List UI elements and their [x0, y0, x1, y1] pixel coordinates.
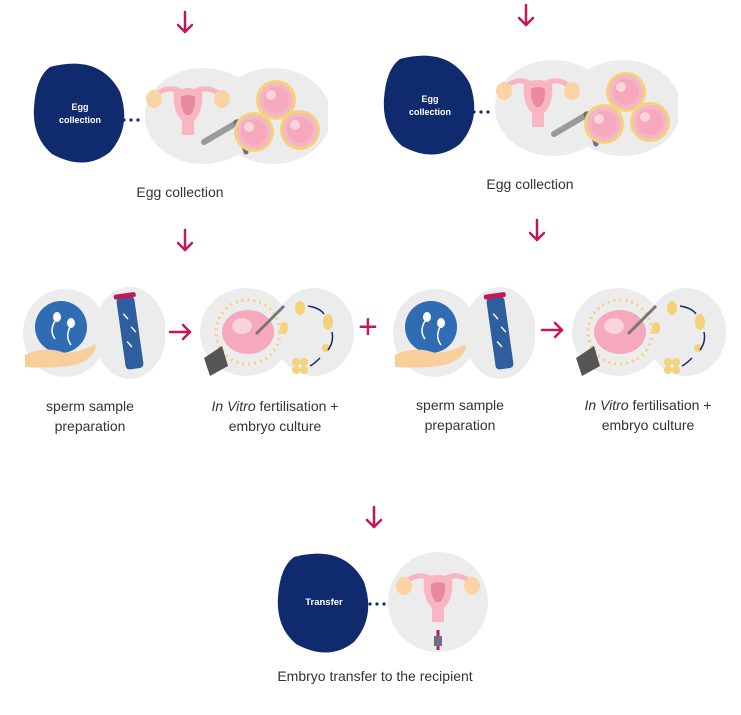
egg-cell-icon [280, 110, 320, 150]
arrow-down-icon [176, 228, 194, 252]
ivf-embryo-icon [572, 286, 728, 378]
badge-text-line2: collection [59, 115, 101, 125]
test-tube-icon [463, 286, 535, 380]
ivf-embryo-icon [200, 286, 356, 378]
badge-text-line1: Egg [422, 94, 439, 104]
egg-collection-label: Egg collection [136, 184, 224, 200]
badge-text-line2: collection [409, 107, 451, 117]
egg-collection-illustration: Egg collection [33, 63, 328, 164]
arrow-right-icon [540, 321, 564, 339]
egg-collection-badge [33, 63, 125, 163]
arrow-right-icon [168, 323, 192, 341]
arrow-down-icon [176, 10, 194, 34]
egg-cell-icon [630, 102, 670, 142]
egg-cell-icon [234, 112, 274, 152]
dots-icon [472, 110, 490, 114]
sperm-preparation-illustration [392, 286, 535, 380]
egg-collection-illustration: Egg collection [383, 55, 678, 156]
arrow-down-icon [365, 505, 383, 529]
test-tube-icon [93, 286, 165, 380]
arrow-down-icon [528, 218, 546, 242]
egg-collection-label: Egg collection [486, 176, 574, 192]
ivf-illustration [572, 286, 728, 378]
dots-icon [368, 602, 386, 606]
ivf-label: In Vitro fertilisation + embryo culture [211, 398, 339, 434]
egg-cell-icon [584, 104, 624, 144]
sperm-label: sperm sample preparation [46, 398, 134, 434]
arrow-down-icon [517, 3, 535, 27]
sperm-label: sperm sample preparation [416, 397, 504, 433]
badge-text-line1: Egg [72, 102, 89, 112]
plus-sign: + [358, 308, 378, 346]
ivf-illustration [200, 286, 356, 378]
transfer-label: Embryo transfer to the recipient [277, 668, 473, 684]
transfer-illustration: Transfer [277, 552, 488, 653]
transfer-badge-text: Transfer [305, 597, 343, 608]
sperm-preparation-illustration [22, 286, 165, 380]
ivf-label: In Vitro fertilisation + embryo culture [584, 397, 712, 433]
dots-icon [122, 118, 140, 122]
